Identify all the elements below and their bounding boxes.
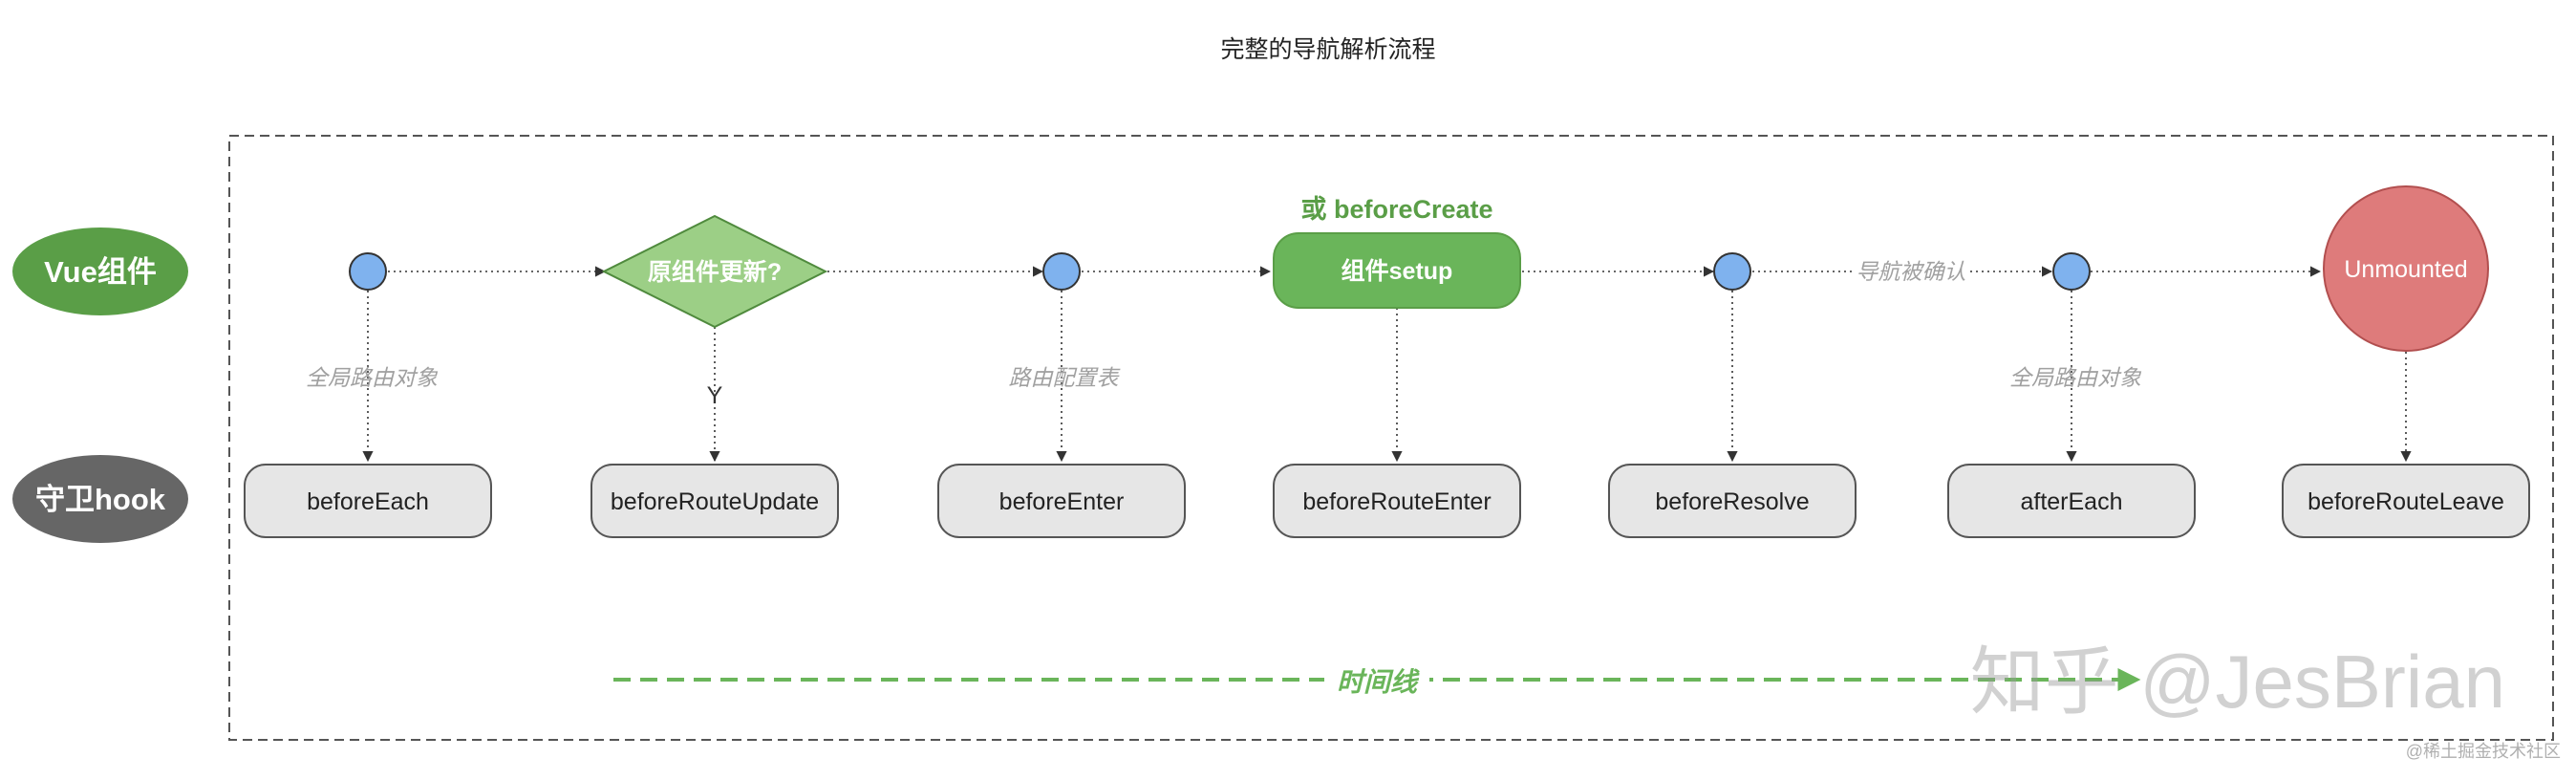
hook-box-beforeRouteEnter: beforeRouteEnter — [1273, 464, 1521, 538]
edge-label-yes: Y — [707, 382, 723, 409]
hook-box-shape — [937, 464, 1186, 538]
edge-label-global-route-1: 全局路由对象 — [306, 365, 439, 390]
event-dot — [1713, 252, 1751, 291]
edge-label-global-route-2: 全局路由对象 — [2009, 365, 2142, 390]
timeline-label-bg — [1324, 660, 1429, 700]
lane-component-label: Vue组件 — [44, 255, 157, 289]
hook-label: beforeRouteLeave — [2308, 488, 2504, 515]
edge-label-confirmed-bg — [1852, 254, 1970, 287]
lane-component: Vue组件 — [12, 228, 188, 315]
hook-box-shape — [1273, 464, 1521, 538]
event-dot — [1042, 252, 1081, 291]
hook-label: afterEach — [2020, 488, 2122, 515]
lane-guard-label: 守卫hook — [35, 483, 166, 516]
hook-label: beforeResolve — [1655, 488, 1809, 515]
setup-node: 组件setup — [1273, 232, 1521, 309]
hook-row: beforeEach beforeRouteUpdate beforeEnter be… — [244, 464, 2530, 538]
hook-box-shape — [244, 464, 492, 538]
event-dot — [349, 252, 387, 291]
timeline-label: 时间线 — [1337, 667, 1420, 697]
event-dot — [2052, 252, 2091, 291]
edge-label-route-config: 路由配置表 — [1009, 365, 1122, 390]
hook-box-afterEach: afterEach — [1947, 464, 2196, 538]
vertical-connectors — [362, 291, 2412, 463]
decision-label: 原组件更新? — [648, 258, 782, 286]
blue-dots — [349, 252, 2091, 291]
hook-box-beforeRouteUpdate: beforeRouteUpdate — [590, 464, 839, 538]
unmounted-label: Unmounted — [2344, 256, 2467, 283]
unmounted-node: Unmounted — [2323, 185, 2489, 352]
edge-label-confirmed: 导航被确认 — [1857, 259, 1966, 284]
diagram-title: 完整的导航解析流程 — [1220, 36, 1435, 63]
hook-label: beforeEach — [307, 488, 429, 515]
hook-label: beforeRouteEnter — [1302, 488, 1491, 515]
watermark: 知乎 @JesBrian — [1970, 639, 2505, 724]
hook-box-shape — [1947, 464, 2196, 538]
flow-frame — [228, 135, 2554, 741]
hook-box-beforeResolve: beforeResolve — [1608, 464, 1857, 538]
hook-box-beforeEnter: beforeEnter — [937, 464, 1186, 538]
setup-alt-label: 或 beforeCreate — [1300, 195, 1492, 224]
hook-label: beforeEnter — [999, 488, 1125, 515]
hook-box-beforeEach: beforeEach — [244, 464, 492, 538]
hook-box-shape — [590, 464, 839, 538]
credit: @稀土掘金技术社区 — [2406, 742, 2561, 761]
hook-box-shape — [1608, 464, 1857, 538]
lane-guard: 守卫hook — [12, 455, 188, 543]
setup-label: 组件setup — [1342, 258, 1453, 285]
decision-node: 原组件更新? — [601, 214, 828, 329]
hook-label: beforeRouteUpdate — [611, 488, 819, 515]
hook-box-beforeRouteLeave: beforeRouteLeave — [2282, 464, 2530, 538]
hook-box-shape — [2282, 464, 2530, 538]
